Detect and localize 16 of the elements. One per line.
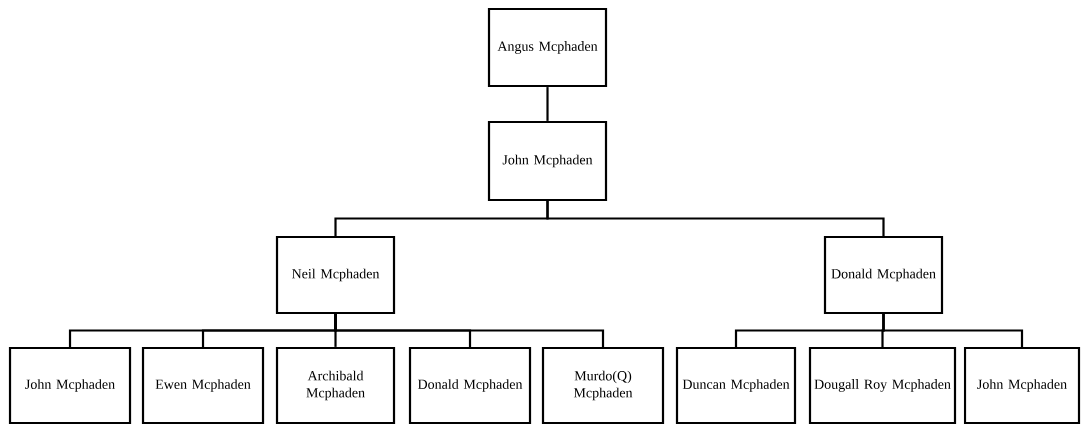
connector-line: [334, 314, 605, 347]
person-box: Ewen Mcphaden: [141, 346, 265, 425]
person-box: Dougall Roy Mcphaden: [808, 346, 957, 425]
connector-line: [882, 314, 1024, 347]
person-box: Donald Mcphaden: [408, 346, 532, 425]
person-box: Donald Mcphaden: [823, 235, 944, 315]
person-box: Neil Mcphaden: [275, 235, 396, 315]
person-box: Archibald Mcphaden: [275, 346, 396, 425]
person-box: Murdo(Q) Mcphaden: [541, 346, 665, 425]
person-box: John Mcphaden: [487, 120, 608, 202]
connector-line: [546, 87, 549, 121]
person-box: Angus Mcphaden: [487, 7, 608, 88]
person-box: Duncan Mcphaden: [675, 346, 797, 425]
connector-line: [546, 201, 885, 236]
person-box: John Mcphaden: [963, 346, 1081, 425]
person-box: John Mcphaden: [8, 346, 132, 425]
